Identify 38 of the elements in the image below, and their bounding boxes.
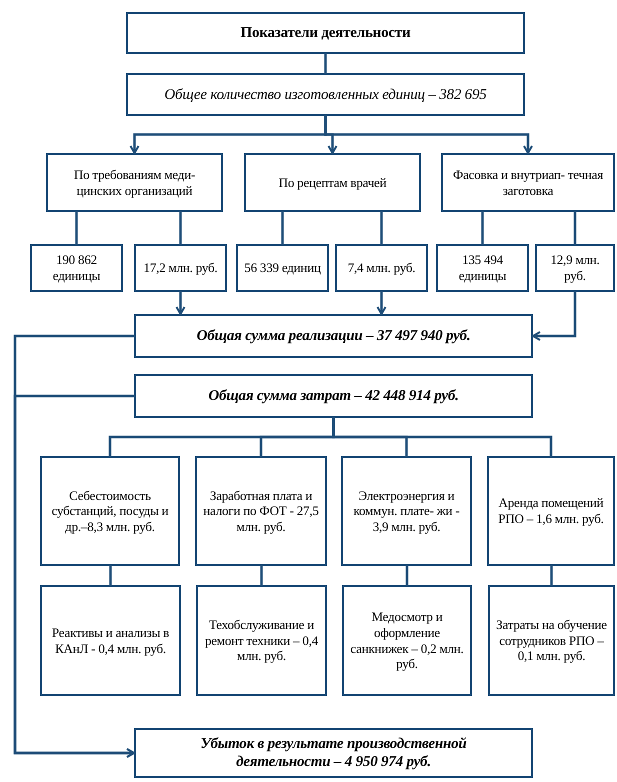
arrow (176, 292, 186, 315)
arrow (376, 292, 386, 315)
connector-line (332, 418, 552, 456)
connector-line (406, 566, 408, 585)
text-box: 12,9 млн. руб. (535, 244, 615, 292)
connector-line (481, 212, 484, 244)
text-box: Общая сумма затрат – 42 448 914 руб. (134, 374, 533, 418)
text-box: Фасовка и внутриап- течная заготовка (441, 153, 615, 212)
connector-line (109, 566, 112, 585)
connector-line (260, 566, 263, 585)
text-box: 56 339 единиц (236, 244, 329, 292)
text-box: Техобслуживание и ремонт техники – 0,4 млн. руб. (196, 585, 327, 696)
text-box: По рецептам врачей (244, 153, 421, 212)
text-box: 7,4 млн. руб. (335, 244, 428, 292)
connector-line (179, 212, 182, 244)
connector-line (75, 212, 78, 244)
text-box: Аренда помещений РПО – 1,6 млн. руб. (487, 456, 615, 566)
text-box: 135 494 единицы (436, 244, 529, 292)
connector-line (281, 212, 284, 244)
text-box: 17,2 млн. руб. (134, 244, 227, 292)
text-box: Общая сумма реализации – 37 497 940 руб. (134, 314, 533, 358)
arrow (324, 116, 533, 154)
arrow (532, 292, 576, 341)
connector-line (380, 212, 383, 244)
text-box: Общее количество изготовленных единиц – 382 695 (126, 73, 525, 116)
text-box: 190 862 единицы (30, 244, 123, 292)
text-box: Затраты на обучение сотрудников РПО – 0,1 млн. руб. (488, 585, 615, 696)
text-box: Реактивы и анализы в КАнЛ - 0,4 млн. руб. (40, 585, 181, 696)
text-box: Себестоимость субстанций, посуды и др.–8,3 млн. руб. (40, 456, 180, 566)
text-box: По требованиям меди- цинских организаций (46, 153, 223, 212)
text-box: Убыток в результате производственной деятельности – 4 950 974 руб. (134, 728, 533, 778)
connector-line (574, 212, 576, 244)
text-box: Заработная плата и налоги по ФОТ - 27,5 млн. руб. (195, 456, 327, 566)
connector-line (324, 54, 327, 73)
text-box: Показатели деятельности (126, 12, 525, 54)
text-box: Медосмотр и оформление санкнижек – 0,2 млн. руб. (342, 585, 472, 696)
text-box: Электроэнергия и коммун. плате- жи - 3,9 млн. руб. (341, 456, 472, 566)
connector-line (550, 566, 553, 585)
